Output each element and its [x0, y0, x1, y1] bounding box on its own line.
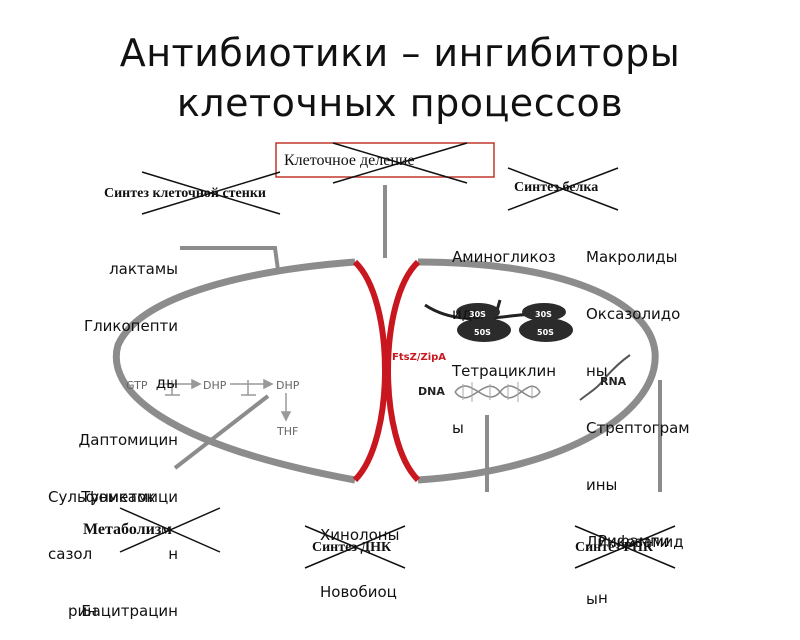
connector-metabolism	[173, 394, 270, 470]
ribosome-50s-label-2: 50S	[537, 328, 554, 337]
ribosome-30s-label-1: 30S	[469, 310, 486, 319]
pathway-thf: THF	[277, 425, 299, 438]
cell-wall-left	[112, 258, 356, 484]
cell-diagram	[112, 142, 676, 569]
drug-item: иды	[452, 305, 484, 323]
category-rna: Синтез РНК	[575, 540, 654, 555]
cell-division-box	[275, 142, 495, 178]
drugs-protein-50s: Макролиды Оксазолидо ны Стрептограм ины …	[586, 210, 690, 628]
drug-item: н	[598, 589, 608, 607]
drug-item: Новобиоц	[320, 583, 397, 601]
category-dna: Синтез ДНК	[312, 540, 392, 555]
drug-item: Оксазолидо	[586, 305, 681, 323]
category-protein: Синтез белка	[514, 180, 599, 195]
dna-helix-strand-2	[454, 385, 541, 399]
slide-title-line-2: клеточных процессов	[176, 81, 624, 125]
drug-item: Туникамици	[81, 488, 178, 506]
ribosome-30s-label-2: 30S	[535, 310, 552, 319]
ribosome-30s-2	[522, 303, 566, 321]
drug-item: Сульфометок	[48, 488, 156, 506]
cell-wall-right	[417, 258, 659, 484]
drug-item: Хинолоны	[320, 526, 400, 544]
pathway-arrows	[160, 378, 292, 422]
drug-item: ны	[586, 362, 608, 380]
ribosome-50s-2	[519, 318, 573, 342]
drug-item: ы	[452, 419, 464, 437]
slide-title-line-1: Антибиотики – ингибиторы	[119, 31, 681, 75]
connector-cell-wall	[180, 246, 280, 271]
ribosome-50s-1	[457, 318, 511, 342]
drugs-rna: Рифампи н	[598, 494, 670, 627]
category-metabolism: Метаболизм	[83, 521, 172, 538]
drug-item: Стрептограм	[586, 419, 690, 437]
category-cell-wall: Синтез клеточной стенки	[104, 186, 266, 201]
ftsz-label: FtsZ/ZipA	[392, 352, 447, 363]
drug-item: Линкозамид	[586, 533, 684, 551]
drug-item: рин	[68, 602, 98, 620]
drugs-metabolism: Сульфометок сазол рин	[48, 450, 155, 640]
cross-out-marks	[119, 142, 676, 569]
drug-item: н	[168, 545, 178, 563]
rna-strand	[579, 354, 631, 401]
drug-item: Тетрациклин	[452, 362, 557, 380]
drug-item: Аминогликоз	[452, 248, 556, 266]
drug-item: ы	[586, 590, 598, 608]
drug-item: сазол	[48, 545, 93, 563]
drug-item: Макролиды	[586, 248, 678, 266]
division-ring-left	[352, 259, 388, 483]
drug-item: Рифампи	[598, 532, 670, 550]
rna-label: RNA	[600, 375, 627, 388]
category-cell-division: Клеточное деление	[284, 152, 415, 169]
drugs-dna: Хинолоны Новобиоц	[320, 488, 399, 621]
pathway-gtp: GTP	[126, 379, 148, 392]
ribosome-30s-1	[456, 303, 500, 321]
ribosome-50s-label-1: 50S	[474, 328, 491, 337]
drugs-protein-30s: Аминогликоз иды Тетрациклин ы	[452, 210, 556, 457]
pathway-dhp-1: DHP	[203, 379, 227, 392]
drug-item: Гликопепти	[83, 317, 178, 335]
dna-label: DNA	[418, 385, 445, 398]
division-ring-right	[385, 259, 421, 483]
drug-item: ины	[586, 476, 618, 494]
drug-item: ды	[155, 374, 178, 392]
drug-item: Даптомицин	[78, 431, 178, 449]
pathway-dhp-2: DHP	[276, 379, 300, 392]
drug-item: лактамы	[109, 260, 178, 278]
